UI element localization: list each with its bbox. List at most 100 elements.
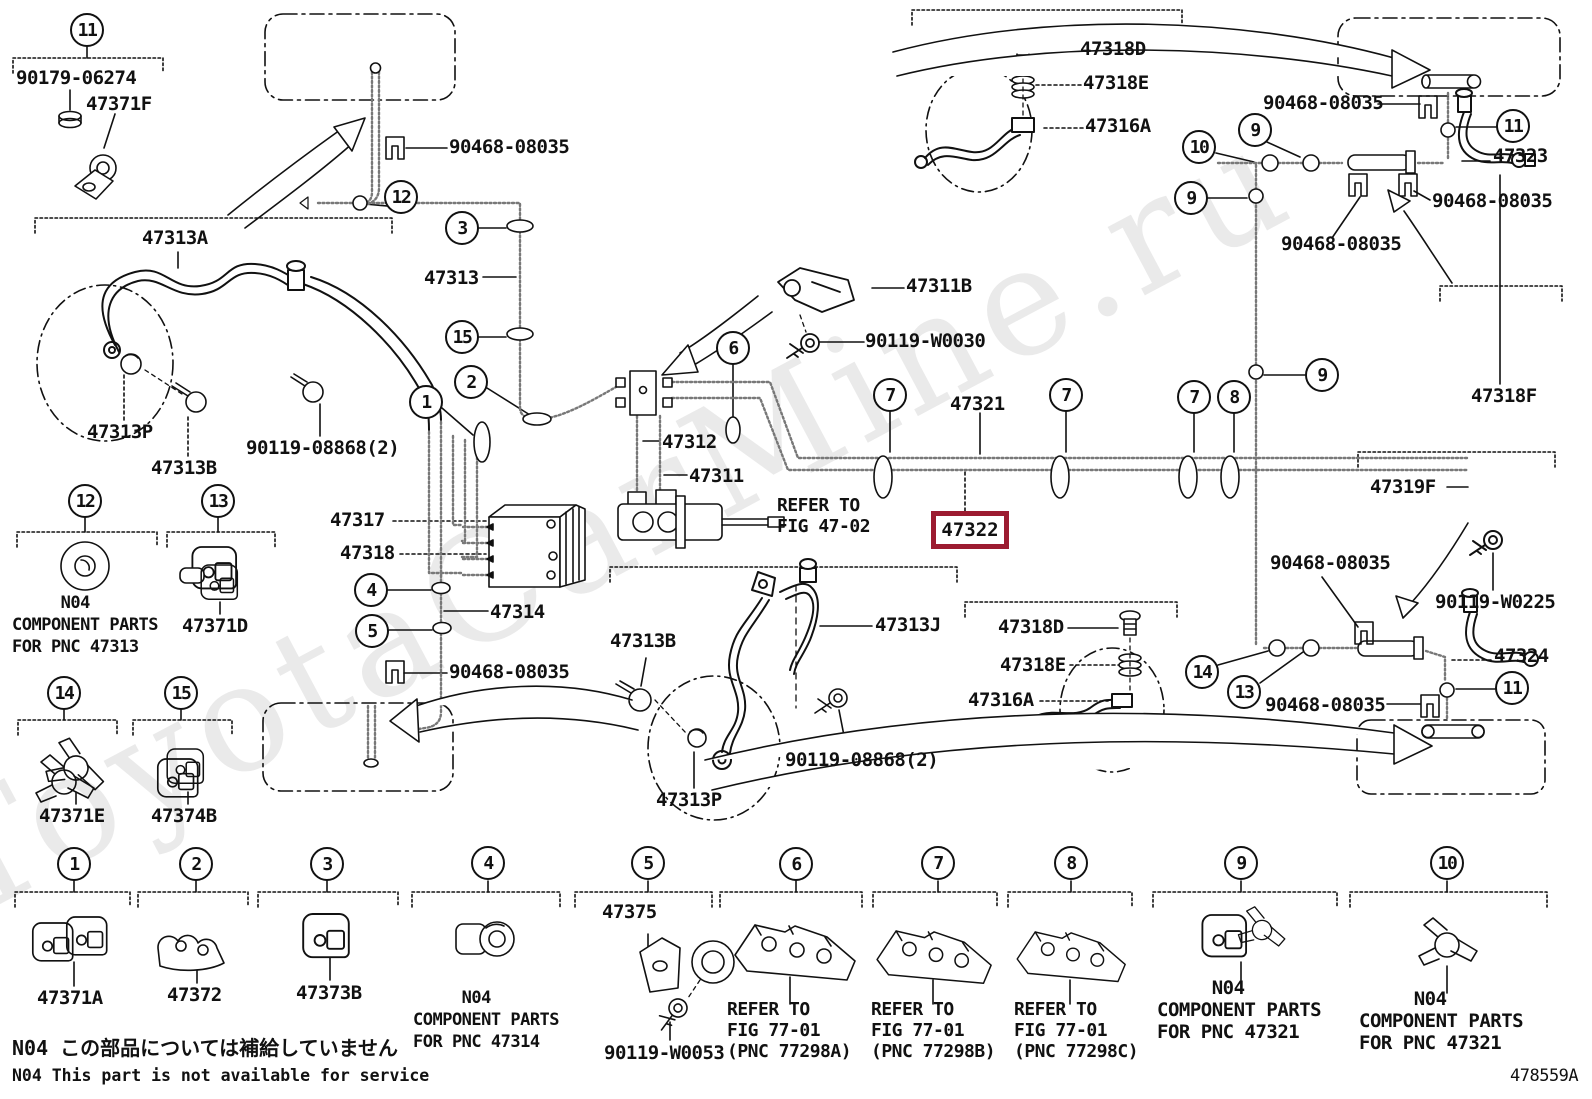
- plug-47314: [455, 921, 515, 957]
- part-label-90468-08035-tr2: 90468-08035: [1432, 190, 1553, 212]
- clamp-47371f: [74, 154, 117, 200]
- callout-14: 14: [47, 676, 81, 710]
- callout-11: 11: [70, 13, 104, 47]
- note-en: N04 This part is not available for servi…: [12, 1066, 430, 1085]
- part-label-47313b-left: 47313B: [151, 457, 217, 479]
- callout-11: 11: [1496, 109, 1530, 143]
- callout-2: 2: [179, 847, 213, 881]
- part-label-47316a-low: 47316A: [968, 689, 1034, 711]
- part-label-47317: 47317: [330, 509, 385, 531]
- callout-1: 1: [57, 847, 91, 881]
- part-label-90119-08868-mid: 90119-08868(2): [785, 749, 939, 771]
- highlighted-part-number: 47322: [941, 519, 999, 541]
- callout-12: 12: [384, 180, 418, 214]
- n04-block-47321-2: N04 COMPONENT PARTS FOR PNC 47321: [1359, 988, 1524, 1054]
- part-label-47372: 47372: [167, 984, 222, 1006]
- part-label-47371d: 47371D: [182, 615, 248, 637]
- hose-47313j: [615, 558, 848, 770]
- hose-47316a-top: [914, 36, 1035, 169]
- n04-block-47321-1: N04 COMPONENT PARTS FOR PNC 47321: [1157, 977, 1322, 1043]
- part-label-47371f: 47371F: [86, 93, 152, 115]
- bracket-47311b: [777, 267, 855, 359]
- part-label-90468-08035-r1: 90468-08035: [1270, 552, 1391, 574]
- master-cylinder: [617, 489, 785, 549]
- part-label-47313j: 47313J: [875, 614, 941, 636]
- part-label-90468-08035-top: 90468-08035: [449, 136, 570, 158]
- callout-7: 7: [1177, 380, 1211, 414]
- callout-8: 8: [1217, 380, 1251, 414]
- callout-10: 10: [1430, 846, 1464, 880]
- part-label-47318d-top: 47318D: [1080, 38, 1146, 60]
- highlighted-part-box: 47322: [931, 511, 1009, 549]
- part-label-90468-08035-tr1: 90468-08035: [1263, 92, 1384, 114]
- callout-6: 6: [779, 847, 813, 881]
- part-label-90119-w0030: 90119-W0030: [865, 330, 986, 352]
- refer-fig-77-01b: REFER TO FIG 77-01 (PNC 77298B): [871, 999, 996, 1062]
- part-label-47371a: 47371A: [37, 987, 103, 1009]
- part-label-47318d-low: 47318D: [998, 616, 1064, 638]
- part-label-47318f: 47318F: [1471, 385, 1537, 407]
- abs-actuator: [486, 504, 586, 588]
- callout-15: 15: [164, 676, 198, 710]
- part-label-47371e: 47371E: [39, 805, 105, 827]
- part-label-90468-08035-mid: 90468-08035: [449, 661, 570, 683]
- callout-9: 9: [1224, 846, 1258, 880]
- callout-4: 4: [354, 573, 388, 607]
- callout-9: 9: [1305, 358, 1339, 392]
- callout-1: 1: [409, 385, 443, 419]
- refer-fig-47-02: REFER TO FIG 47-02: [777, 495, 871, 537]
- component-icons: [31, 110, 1478, 1031]
- refer-fig-77-01a: REFER TO FIG 77-01 (PNC 77298A): [727, 999, 852, 1062]
- callout-15: 15: [445, 320, 479, 354]
- part-label-47319f: 47319F: [1370, 476, 1436, 498]
- part-label-47375: 47375: [602, 901, 657, 923]
- part-label-47318e-top: 47318E: [1083, 72, 1149, 94]
- part-label-47313: 47313: [424, 267, 479, 289]
- pipe-sleeves: [1347, 74, 1485, 739]
- part-label-47313a: 47313A: [142, 227, 208, 249]
- part-label-47316a-top: 47316A: [1085, 115, 1151, 137]
- callout-6: 6: [716, 331, 750, 365]
- part-label-47313b-mid: 47313B: [610, 630, 676, 652]
- part-label-47312: 47312: [662, 431, 717, 453]
- callout-13: 13: [201, 484, 235, 518]
- callout-9: 9: [1174, 181, 1208, 215]
- part-label-90119-08868-left: 90119-08868(2): [246, 437, 400, 459]
- n04-block-47313: N04 COMPONENT PARTS FOR PNC 47313: [12, 593, 159, 657]
- callout-12: 12: [68, 484, 102, 518]
- figure-code: 478559A: [1510, 1066, 1579, 1086]
- note-jp: N04 この部品については補給していません: [12, 1036, 398, 1060]
- callout-11: 11: [1495, 671, 1529, 705]
- part-label-90119-w0053: 90119-W0053: [604, 1042, 725, 1064]
- callout-7: 7: [873, 378, 907, 412]
- junction-manifold: [615, 370, 673, 416]
- part-label-90468-08035-r2: 90468-08035: [1265, 694, 1386, 716]
- callout-9: 9: [1238, 113, 1272, 147]
- part-label-47321: 47321: [950, 393, 1005, 415]
- callout-3: 3: [445, 211, 479, 245]
- part-label-47311b: 47311B: [906, 275, 972, 297]
- part-label-47313p-left: 47313P: [87, 421, 153, 443]
- pipe-nodes: [352, 62, 1456, 768]
- callout-10: 10: [1182, 130, 1216, 164]
- part-label-90179-06274: 90179-06274: [16, 67, 137, 89]
- callout-13: 13: [1227, 675, 1261, 709]
- hose-47313a: [101, 260, 324, 413]
- part-label-47318: 47318: [340, 542, 395, 564]
- part-label-47374b: 47374B: [151, 805, 217, 827]
- group-brackets: [12, 9, 1563, 908]
- hose-47319f: [1461, 530, 1539, 667]
- n04-block-47314: N04 COMPONENT PARTS FOR PNC 47314: [413, 988, 560, 1052]
- part-label-47311: 47311: [689, 465, 744, 487]
- bracket-47375: [639, 937, 735, 1031]
- callout-7: 7: [1049, 378, 1083, 412]
- callout-7: 7: [921, 846, 955, 880]
- part-label-47314: 47314: [490, 601, 545, 623]
- callout-5: 5: [631, 846, 665, 880]
- flow-arrows: [227, 23, 1469, 791]
- callout-2: 2: [454, 365, 488, 399]
- callout-8: 8: [1054, 846, 1088, 880]
- part-label-47318e-low: 47318E: [1000, 654, 1066, 676]
- part-label-90119-w0225: 90119-W0225: [1435, 591, 1556, 613]
